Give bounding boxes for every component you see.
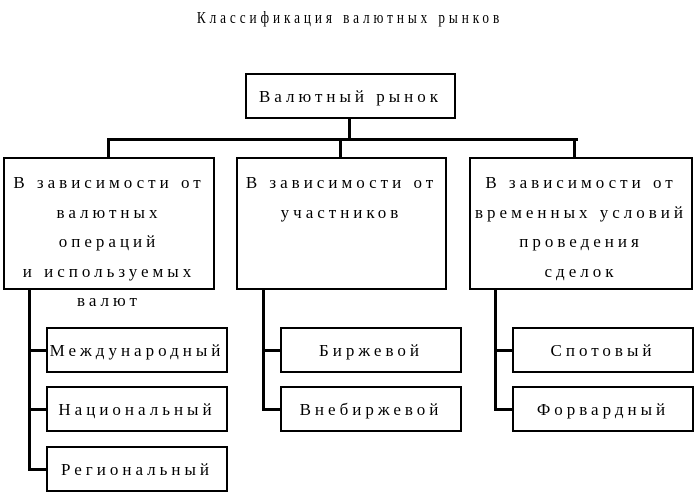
item-label: Внебиржевой	[299, 399, 443, 419]
connector-cat3-down	[573, 138, 576, 160]
connector-cat1-item2	[28, 408, 48, 411]
root-label: Валютный рынок	[258, 86, 443, 106]
category-box-time-conditions: В зависимости от временных условий прове…	[469, 157, 693, 290]
item-label: Биржевой	[319, 340, 423, 360]
connector-branch-bar	[107, 138, 578, 141]
connector-root-down	[348, 118, 351, 140]
connector-cat2-item1	[262, 349, 282, 352]
connector-cat3-item1	[494, 349, 514, 352]
category-label: В зависимости от временных условий прове…	[475, 173, 687, 281]
item-label: Национальный	[58, 399, 216, 419]
connector-cat3-item2	[494, 408, 514, 411]
item-label: Региональный	[61, 459, 213, 479]
connector-cat1-spine	[28, 288, 31, 470]
item-box: Биржевой	[280, 327, 462, 373]
category-box-participants: В зависимости от участников	[236, 157, 447, 290]
item-box: Региональный	[46, 446, 228, 492]
connector-cat2-item2	[262, 408, 282, 411]
connector-cat1-item1	[28, 349, 48, 352]
category-box-currency-operations: В зависимости от валютных операций и исп…	[3, 157, 215, 310]
connector-cat1-down	[107, 138, 110, 160]
item-label: Форвардный	[536, 399, 670, 419]
item-box: Международный	[46, 327, 228, 373]
item-label: Спотовый	[550, 340, 656, 360]
item-label: Международный	[49, 340, 225, 360]
category-label: В зависимости от валютных операций и исп…	[13, 173, 205, 310]
root-box: Валютный рынок	[245, 73, 456, 119]
item-box: Внебиржевой	[280, 386, 462, 432]
connector-cat1-item3	[28, 468, 48, 471]
connector-cat2-down	[339, 138, 342, 160]
item-box: Спотовый	[512, 327, 694, 373]
diagram-title: Классификация валютных рынков	[196, 8, 504, 27]
category-label: В зависимости от участников	[245, 173, 438, 222]
item-box: Национальный	[46, 386, 228, 432]
item-box: Форвардный	[512, 386, 694, 432]
